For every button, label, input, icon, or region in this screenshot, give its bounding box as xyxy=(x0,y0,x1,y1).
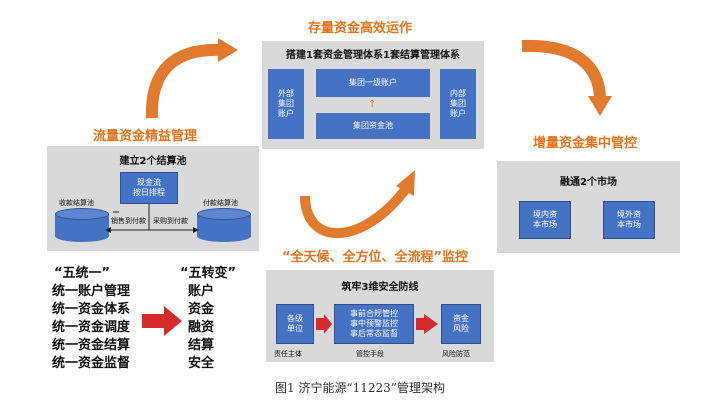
figure-caption: 图1 济宁能源“11223”管理架构 xyxy=(275,381,445,395)
flow-lines xyxy=(105,204,199,233)
box-domestic-market: 境内资 本市场 xyxy=(519,201,571,239)
panel-left: 建立2个结算池 现金流 按日排程 收款结算池 付款结算池 销售到付款 采购到付款 xyxy=(47,146,259,251)
transform-item-3: 融资 xyxy=(188,320,215,335)
box-control-measures: 事前合规管控 事中预警监控 事后常态监督 xyxy=(334,304,414,344)
panel-top-title: 搭建1套资金管理体系1套结算管理体系 xyxy=(286,50,460,61)
transform-heading: “五转变” xyxy=(180,266,237,281)
label-sales-to-payment: 销售到付款 xyxy=(111,217,146,225)
title-left: 流量资金精益管理 xyxy=(92,129,197,144)
label-receipt-pool: 收款结算池 xyxy=(59,199,94,207)
label-control-means: 管控手段 xyxy=(356,350,384,358)
unify-item-5: 统一资金监督 xyxy=(52,356,131,371)
panel-right: 融通2个市场 境内资 本市场 境外资 本市场 xyxy=(497,161,680,253)
title-right: 增量资金集中管控 xyxy=(532,136,637,151)
title-bottom: “全天候、全方位、全流程”监控 xyxy=(281,250,469,265)
box-internal-accounts: 内部 集团 账户 xyxy=(440,69,476,139)
label-payment-pool: 付款结算池 xyxy=(203,199,238,207)
unify-item-4: 统一资金结算 xyxy=(52,338,131,353)
unify-item-3: 统一资金调度 xyxy=(52,320,131,335)
arrow-up-icon: ↑ xyxy=(368,99,377,110)
panel-left-title: 建立2个结算池 xyxy=(119,156,187,167)
box-fund-risk: 资金 风险 xyxy=(441,304,481,344)
red-arrow-icon xyxy=(142,306,182,336)
curve-arrow-bottom xyxy=(300,186,409,239)
cylinder-receipt-pool xyxy=(55,208,109,242)
box-group-fund-pool: 集团资金池 xyxy=(316,113,430,139)
label-responsible: 责任主体 xyxy=(274,350,302,358)
transform-item-4: 结算 xyxy=(188,338,215,353)
panel-top: 搭建1套资金管理体系1套结算管理体系 外部 集团 账户 集团一级账户 ↑ 集团资… xyxy=(262,41,484,149)
box-overseas-market: 境外资 本市场 xyxy=(603,201,655,239)
box-group-first-account: 集团一级账户 xyxy=(316,69,430,97)
label-risk-prevention: 风险防范 xyxy=(442,350,470,358)
transform-item-1: 账户 xyxy=(188,284,215,299)
bottom-arrows xyxy=(316,314,438,334)
title-top: 存量资金高效运作 xyxy=(307,21,412,36)
unify-item-1: 统一账户管理 xyxy=(52,284,131,299)
unify-heading: “五统一” xyxy=(54,266,111,281)
panel-bottom: 筑牢3维安全防线 各级 单位 事前合规管控 事中预警监控 事后常态监督 资金 风… xyxy=(266,270,494,362)
label-purchase-to-payment: 采购到付款 xyxy=(153,217,188,225)
transform-item-2: 资金 xyxy=(188,302,215,317)
box-cashflow-schedule: 现金流 按日排程 xyxy=(120,172,178,204)
panel-bottom-title: 筑牢3维安全防线 xyxy=(341,282,419,293)
unify-item-2: 统一资金体系 xyxy=(52,302,131,317)
panel-right-title: 融通2个市场 xyxy=(560,177,617,188)
box-units: 各级 单位 xyxy=(276,304,314,344)
curve-arrow-right xyxy=(521,39,606,101)
cylinder-payment-pool xyxy=(197,208,251,242)
curve-arrow-left xyxy=(145,43,223,119)
transform-item-5: 安全 xyxy=(188,356,215,371)
box-external-accounts: 外部 集团 账户 xyxy=(268,69,304,139)
